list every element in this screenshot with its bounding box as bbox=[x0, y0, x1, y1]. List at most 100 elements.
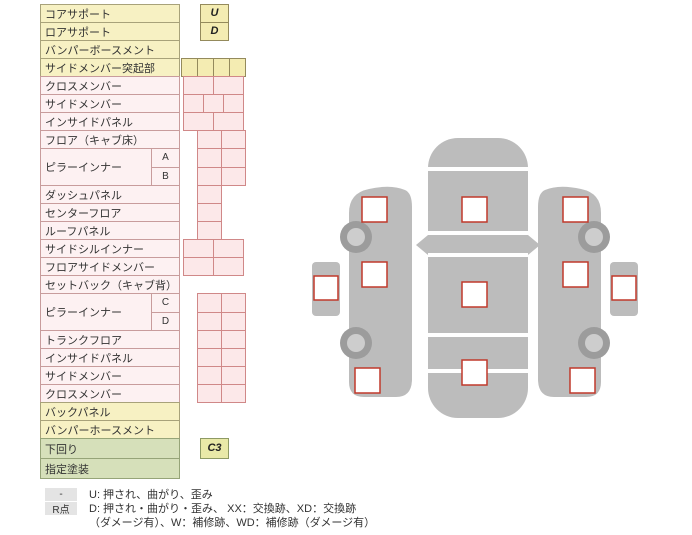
legend-badge-minus: - bbox=[45, 487, 77, 501]
grade-cell bbox=[229, 58, 246, 77]
table-row: サイドシルインナー bbox=[40, 239, 248, 258]
part-label: フロアサイドメンバー bbox=[40, 257, 180, 276]
grade-cells bbox=[180, 330, 248, 349]
table-row: 指定塗装 bbox=[40, 458, 248, 479]
grade-cells bbox=[180, 203, 248, 222]
grade-cells bbox=[180, 130, 248, 149]
table-row: フロアサイドメンバー bbox=[40, 257, 248, 276]
grade-cell bbox=[213, 112, 244, 131]
grade-cell bbox=[183, 257, 214, 276]
grade-cells bbox=[180, 40, 248, 59]
grade-cell bbox=[197, 384, 222, 403]
legend-text: D: 押され・曲がり・歪み、 XX：交換跡、XD：交換跡 bbox=[89, 503, 357, 515]
table-row: クロスメンバー bbox=[40, 76, 248, 95]
part-label: バンパーホースメント bbox=[40, 420, 180, 439]
wheel-markers bbox=[340, 221, 610, 359]
grade-cell bbox=[197, 58, 214, 77]
grade-cells bbox=[180, 293, 248, 331]
inspection-point-marker bbox=[562, 261, 589, 288]
pillar-sub-labels: C D bbox=[151, 293, 180, 331]
car-damage-diagram bbox=[312, 138, 638, 418]
part-label: ルーフパネル bbox=[40, 221, 180, 240]
table-row: センターフロア bbox=[40, 203, 248, 222]
part-label: サイドメンバー bbox=[40, 94, 180, 113]
grade-cells bbox=[180, 257, 248, 276]
part-label: インサイドパネル bbox=[40, 112, 180, 131]
part-label: 下回り bbox=[40, 438, 180, 459]
part-label: バックパネル bbox=[40, 402, 180, 421]
part-label: サイドメンバー bbox=[40, 366, 180, 385]
grade-cell bbox=[221, 311, 246, 331]
part-label: フロア（キャブ床） bbox=[40, 130, 180, 149]
legend-text: U: 押され、曲がり、歪み bbox=[89, 489, 213, 501]
grade-cells: C3 bbox=[180, 438, 248, 459]
part-label: サイドメンバー突起部 bbox=[40, 58, 180, 77]
table-row: ピラーインナー C D bbox=[40, 293, 248, 331]
inspection-point-marker bbox=[361, 261, 388, 288]
inspection-sheet: コアサポート U ロアサポート D バンパーボースメント サイドメンバー突起部 … bbox=[40, 4, 248, 479]
grade-cells bbox=[180, 239, 248, 258]
grade-cell bbox=[197, 203, 222, 222]
grade-cells bbox=[180, 402, 248, 421]
grade-cell bbox=[197, 311, 222, 331]
part-label: トランクフロア bbox=[40, 330, 180, 349]
grade-cell bbox=[213, 239, 244, 258]
inspection-point-marker bbox=[562, 196, 589, 223]
grade-cell bbox=[221, 166, 246, 186]
grade-cells bbox=[180, 94, 248, 113]
grade-cell: C3 bbox=[200, 438, 229, 459]
inspection-point-markers bbox=[313, 196, 637, 394]
grade-cells bbox=[180, 366, 248, 385]
pillar-sub-labels: A B bbox=[151, 148, 180, 186]
table-row: セットバック（キャブ背） bbox=[40, 275, 248, 294]
legend-row: - U: 押され、曲がり、歪み bbox=[45, 487, 375, 501]
grade-cells bbox=[180, 458, 248, 479]
table-row: サイドメンバー bbox=[40, 366, 248, 385]
table-row: バンパーホースメント bbox=[40, 420, 248, 439]
inspection-point-marker bbox=[569, 367, 596, 394]
grade-cells: U bbox=[180, 4, 248, 23]
legend-badge-rpoint: R点 bbox=[45, 501, 77, 516]
grade-cell: D bbox=[200, 22, 229, 41]
part-label: 指定塗装 bbox=[40, 458, 180, 479]
grade-cell: U bbox=[200, 4, 229, 23]
part-label: バンパーボースメント bbox=[40, 40, 180, 59]
sub-label: C bbox=[151, 293, 180, 313]
grade-cell bbox=[213, 257, 244, 276]
inspection-point-marker bbox=[611, 275, 637, 301]
table-row: ダッシュパネル bbox=[40, 185, 248, 204]
inspection-point-marker bbox=[461, 281, 488, 308]
grade-cell bbox=[197, 185, 222, 204]
grade-cell bbox=[221, 293, 246, 313]
sub-label: A bbox=[151, 148, 180, 168]
table-row: トランクフロア bbox=[40, 330, 248, 349]
grade-cell bbox=[183, 239, 214, 258]
table-row: ルーフパネル bbox=[40, 221, 248, 240]
grade-cell bbox=[183, 76, 214, 95]
grade-cell bbox=[221, 148, 246, 168]
grade-cells bbox=[180, 76, 248, 95]
grade-cell bbox=[213, 58, 230, 77]
legend-badge-spacer bbox=[45, 516, 77, 529]
grade-cell bbox=[221, 366, 246, 385]
grade-cell bbox=[197, 221, 222, 240]
table-row: ロアサポート D bbox=[40, 22, 248, 41]
grade-cells bbox=[180, 420, 248, 439]
legend-text: （ダメージ有）、W：補修跡、WD：補修跡（ダメージ有） bbox=[89, 517, 376, 529]
grade-cell bbox=[197, 148, 222, 168]
legend-row: R点 D: 押され・曲がり・歪み、 XX：交換跡、XD：交換跡 bbox=[45, 501, 375, 516]
table-row: 下回り C3 bbox=[40, 438, 248, 459]
part-label: ダッシュパネル bbox=[40, 185, 180, 204]
grade-cell bbox=[197, 366, 222, 385]
grade-cells bbox=[180, 112, 248, 131]
part-label: センターフロア bbox=[40, 203, 180, 222]
legend: - U: 押され、曲がり、歪み R点 D: 押され・曲がり・歪み、 XX：交換跡… bbox=[45, 487, 375, 529]
grade-cell bbox=[183, 94, 204, 113]
grade-cell bbox=[197, 293, 222, 313]
table-row: ピラーインナー A B bbox=[40, 148, 248, 186]
inspection-point-marker bbox=[461, 196, 488, 223]
right-mirror-icon bbox=[528, 235, 540, 255]
part-label: コアサポート bbox=[40, 4, 180, 23]
inspection-point-marker bbox=[313, 275, 339, 301]
table-row: インサイドパネル bbox=[40, 112, 248, 131]
